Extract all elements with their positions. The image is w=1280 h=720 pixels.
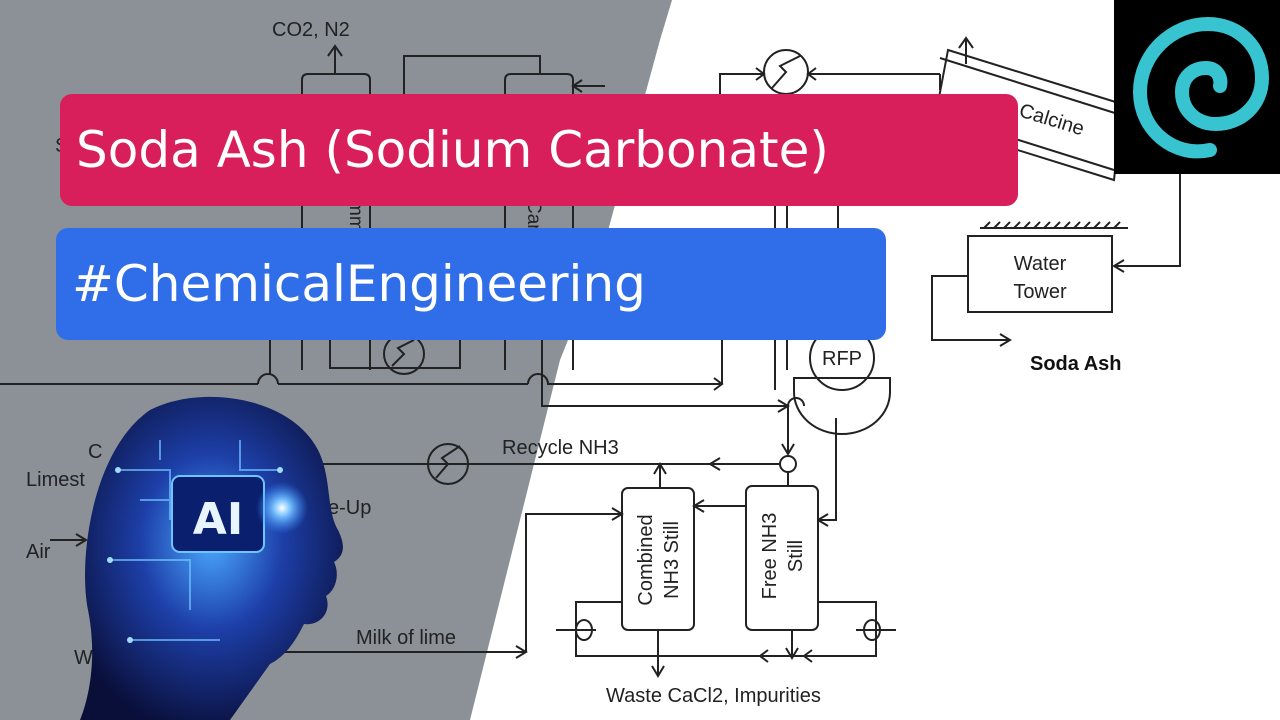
channel-logo [1114,0,1280,174]
combined-nh3-still: Combined NH3 Still Waste CaCl2, Impuriti… [525,487,821,707]
combined-still-label-1: Combined [635,514,657,605]
lower-piping [0,333,805,413]
water-tower-label-1: Water [1014,253,1067,275]
combined-still-label-2: NH3 Still [661,521,683,599]
recycle-nh3-line: Recycle NH3 [270,437,789,488]
rfp-piping: RFP [774,206,891,527]
waste-label: Waste CaCl2, Impurities [606,685,821,707]
milk-of-lime-line: Milk of lime [270,627,528,659]
water-tower-label-2: Tower [1013,281,1067,303]
ai-text: AI [193,494,243,545]
air-label: Air [26,541,51,563]
title-banner: Soda Ash (Sodium Carbonate) [60,94,1018,206]
limestone-label: Limest [26,469,85,491]
spiral-logo-icon [1132,16,1270,159]
water-tower: Water Tower Soda Ash [931,174,1181,375]
c-fragment: C [88,441,102,463]
milk-of-lime-label: Milk of lime [356,627,456,649]
co2-n2-label: CO2, N2 [272,19,350,41]
free-nh3-still: Free NH3 Still [710,485,896,663]
hashtag-banner: #ChemicalEngineering [56,228,886,340]
free-still-label-2: Still [785,540,807,572]
soda-ash-label: Soda Ash [1030,353,1122,375]
free-still-label-1: Free NH3 [759,513,781,600]
ammonia-absorber-tower [301,44,371,370]
recycle-nh3-label: Recycle NH3 [502,437,619,459]
ai-head-icon: AI [80,396,343,720]
rfp-label: RFP [822,348,862,370]
carbonation-tower-label: Car [523,200,544,231]
ammonia-tower-label: mm [345,200,366,232]
